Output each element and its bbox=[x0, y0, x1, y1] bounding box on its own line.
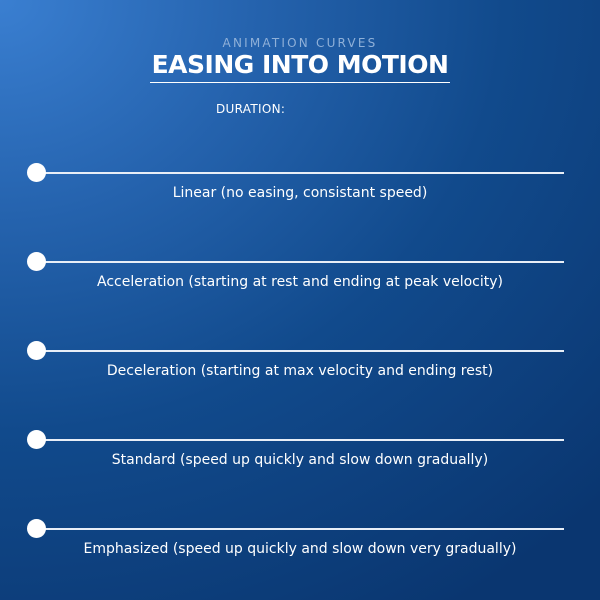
curve-track bbox=[36, 528, 564, 530]
duration-label: DURATION: bbox=[216, 102, 286, 116]
curve-label: Linear (no easing, consistant speed) bbox=[172, 185, 428, 201]
curve-track bbox=[36, 350, 564, 352]
curve-row-emphasized: Emphasized (speed up quickly and slow do… bbox=[0, 519, 600, 588]
curve-track bbox=[36, 261, 564, 263]
animated-dot bbox=[26, 519, 46, 538]
curve-row-acceleration: Acceleration (starting at rest and endin… bbox=[0, 252, 600, 321]
curve-label: Emphasized (speed up quickly and slow do… bbox=[83, 541, 517, 557]
curve-row-deceleration: Deceleration (starting at max velocity a… bbox=[0, 341, 600, 410]
curve-label: Deceleration (starting at max velocity a… bbox=[106, 363, 494, 379]
curve-label: Acceleration (starting at rest and endin… bbox=[96, 274, 504, 290]
animated-dot bbox=[26, 430, 46, 449]
animated-dot bbox=[26, 163, 46, 182]
animated-dot bbox=[26, 341, 46, 360]
curve-track bbox=[36, 439, 564, 441]
eyebrow-heading: ANIMATION CURVES bbox=[222, 36, 378, 50]
page-title: EASING INTO MOTION bbox=[0, 50, 600, 83]
curve-track bbox=[36, 172, 564, 174]
page-title-text: EASING INTO MOTION bbox=[149, 50, 451, 83]
curve-row-standard: Standard (speed up quickly and slow down… bbox=[0, 430, 600, 499]
curve-label: Standard (speed up quickly and slow down… bbox=[111, 452, 489, 468]
animated-dot bbox=[26, 252, 46, 271]
curve-row-linear: Linear (no easing, consistant speed) bbox=[0, 163, 600, 232]
